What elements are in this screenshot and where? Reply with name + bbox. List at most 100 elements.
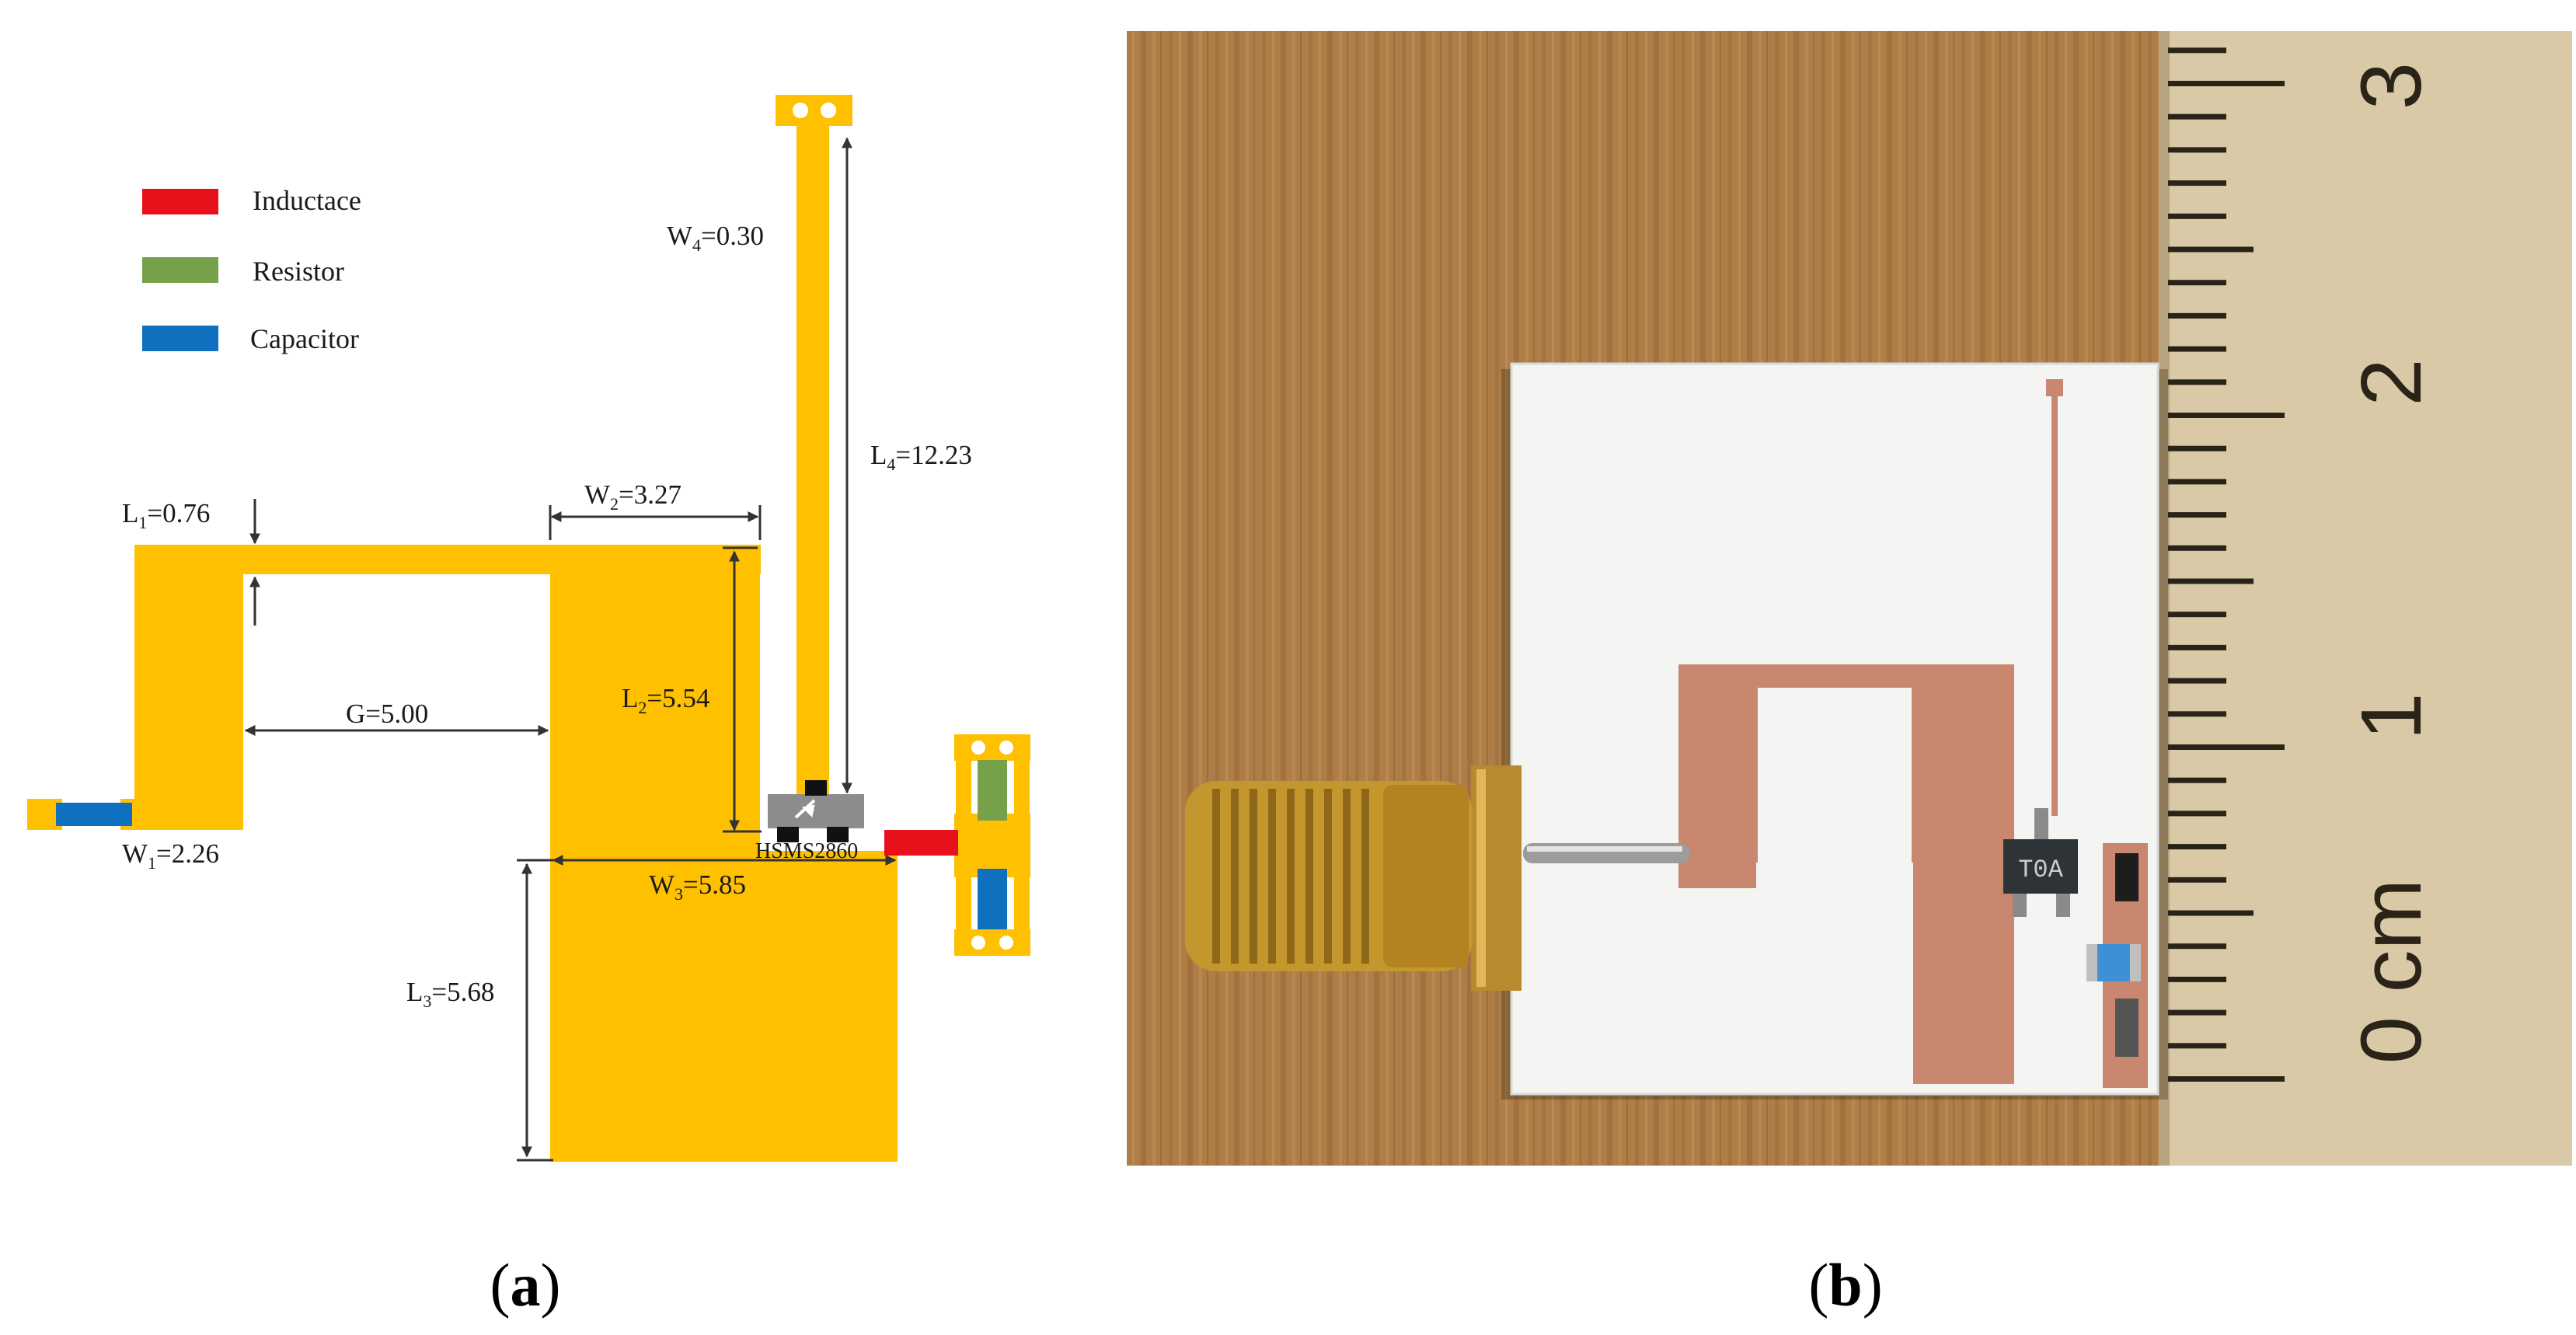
- ruler-tick: [2168, 445, 2226, 451]
- dim-w1-label: W1=2.26: [122, 838, 219, 873]
- top-pad: [776, 95, 852, 126]
- caption-b: (b): [1808, 1251, 1882, 1319]
- vertical-strip: [797, 120, 829, 796]
- middle-arm: [550, 545, 760, 851]
- ruler-tick: [2168, 479, 2226, 485]
- ruler-tick: [2168, 1076, 2285, 1082]
- copper-slot: [1758, 688, 1912, 863]
- ruler: 3 2 1 0 cm: [2159, 31, 2572, 1166]
- ruler-number-2: 2: [2344, 358, 2439, 406]
- ruler-tick: [2168, 1009, 2226, 1016]
- diode-chip: [2003, 839, 2078, 894]
- diode-symbol-icon: [794, 799, 816, 819]
- ruler-tick: [2168, 213, 2226, 219]
- bias-capacitor: [978, 869, 1007, 929]
- left-arm: [134, 545, 243, 830]
- ruler-body: [2159, 31, 2572, 1166]
- legend-swatch-inductance: [142, 189, 218, 214]
- sma-threads: [1212, 789, 1369, 964]
- sma-thread: [1268, 789, 1276, 964]
- diode-lead-bottom-right: [2056, 894, 2070, 917]
- ruler-tick: [2168, 1043, 2226, 1049]
- sma-pin-highlight: [1527, 846, 1682, 852]
- copper-pattern: [1678, 379, 2148, 1088]
- ruler-shadow: [2159, 31, 2170, 1166]
- resistor-chip: [2115, 853, 2139, 901]
- sma-connector: [1185, 765, 1690, 991]
- sma-thread: [1305, 789, 1313, 964]
- bottom-block: [550, 851, 898, 1162]
- smd-components: T0A: [2003, 808, 2141, 1057]
- sma-thread: [1324, 789, 1332, 964]
- diode-lead-bottom-left: [2013, 894, 2027, 917]
- ruler-tick: [2168, 844, 2226, 850]
- ruler-tick: [2168, 312, 2226, 319]
- sma-thread: [1361, 789, 1369, 964]
- dim-l4-label: L4=12.23: [870, 440, 972, 474]
- ruler-tick: [2168, 113, 2226, 120]
- diode-body: [768, 794, 864, 828]
- top-pad-hole-left: [793, 103, 808, 118]
- dim-w4-label: W4=0.30: [667, 221, 764, 255]
- top-pad-hole-right: [821, 103, 836, 118]
- antenna-trace: [27, 95, 1030, 1162]
- dim-l3-label: L3=5.68: [406, 977, 494, 1011]
- diode-hsms2860: HSMS2860: [755, 780, 864, 863]
- legend: Inductace Resistor Capacitor: [142, 185, 361, 354]
- bias-top-hole-left: [971, 741, 985, 755]
- bias-resistor: [978, 760, 1007, 821]
- ruler-tick: [2168, 246, 2254, 253]
- sma-thread: [1287, 789, 1295, 964]
- capacitor-end-right: [2130, 944, 2141, 981]
- ruler-tick: [2168, 180, 2226, 186]
- caption-a: (a): [490, 1251, 561, 1319]
- dim-l2-label: L2=5.54: [622, 683, 709, 717]
- sma-pin: [1523, 843, 1690, 863]
- ruler-tick: [2168, 413, 2285, 418]
- ruler-ticks: [2168, 47, 2285, 1082]
- pad-holes: [793, 103, 1013, 950]
- ruler-tick: [2168, 47, 2226, 54]
- ruler-tick: [2168, 810, 2226, 817]
- ruler-tick: [2168, 943, 2226, 950]
- panel-b-photo: 3 2 1 0 cm: [1127, 31, 2572, 1319]
- ruler-unit-label: 0 cm: [2344, 879, 2439, 1064]
- dim-g-label: G=5.00: [346, 699, 428, 729]
- legend-swatch-capacitor: [142, 326, 218, 351]
- sma-thread: [1343, 789, 1351, 964]
- ruler-tick: [2168, 379, 2226, 385]
- dim-l1-label: L1=0.76: [122, 498, 210, 532]
- legend-label-inductance: Inductace: [253, 185, 361, 216]
- diode-pin-left: [777, 827, 799, 842]
- ruler-tick: [2168, 512, 2226, 518]
- ruler-number-1: 1: [2344, 692, 2439, 740]
- ruler-tick: [2168, 711, 2226, 717]
- ruler-tick: [2168, 147, 2226, 153]
- ruler-tick: [2168, 578, 2254, 584]
- dimension-lines: [244, 137, 897, 1162]
- legend-label-resistor: Resistor: [253, 256, 344, 287]
- ruler-tick: [2168, 678, 2226, 684]
- sma-thread: [1212, 789, 1220, 964]
- ruler-tick: [2168, 81, 2285, 86]
- ruler-tick: [2168, 346, 2226, 352]
- ruler-tick: [2168, 877, 2226, 883]
- capacitor-end-left: [2086, 944, 2097, 981]
- dim-w3-label: W3=5.85: [649, 870, 746, 904]
- inductance-element: [884, 830, 958, 856]
- diode-lead-top: [2034, 808, 2048, 839]
- diode-pin-top: [805, 780, 827, 796]
- bias-top-hole-right: [999, 741, 1013, 755]
- ruler-number-3: 3: [2344, 62, 2439, 110]
- sma-nut: [1383, 785, 1469, 967]
- dim-w2-label: W2=3.27: [584, 479, 681, 514]
- feed-capacitor: [56, 803, 132, 826]
- diode-pin-right: [827, 827, 849, 842]
- ruler-tick: [2168, 976, 2226, 982]
- sma-thread: [1231, 789, 1239, 964]
- copper-feed-line: [2051, 385, 2058, 816]
- bias-center: [954, 814, 1030, 877]
- diode-chip-marking: T0A: [2018, 856, 2063, 884]
- bias-bottom-pad: [954, 929, 1030, 956]
